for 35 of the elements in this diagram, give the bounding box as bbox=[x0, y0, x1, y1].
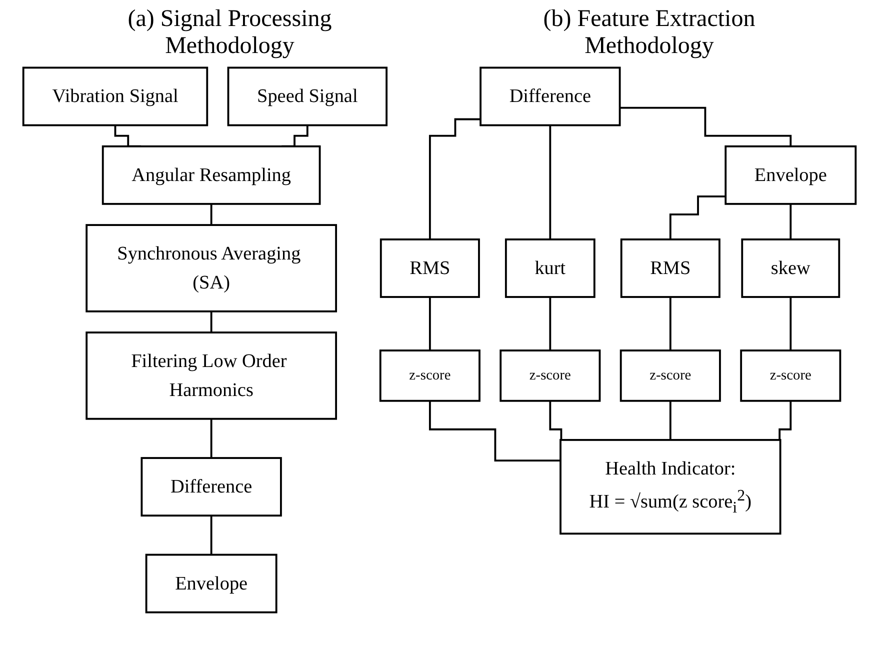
node-box: Envelope bbox=[724, 145, 857, 205]
node-box: RMS bbox=[620, 238, 720, 298]
node-box: Speed Signal bbox=[227, 66, 388, 126]
node-box: Filtering Low Order Harmonics bbox=[86, 332, 338, 420]
connector bbox=[549, 296, 552, 352]
connector bbox=[620, 106, 792, 148]
node-box: Angular Resampling bbox=[102, 145, 321, 205]
node-box: Synchronous Averaging (SA) bbox=[86, 224, 338, 312]
connector bbox=[669, 195, 726, 240]
connector bbox=[790, 296, 792, 352]
node-box: Vibration Signal bbox=[22, 66, 208, 126]
connector bbox=[428, 296, 431, 352]
node-box: z-score bbox=[379, 350, 480, 402]
panel-heading: (b) Feature Extraction Methodology bbox=[542, 6, 756, 60]
node-box: kurt bbox=[504, 238, 596, 298]
connector bbox=[428, 118, 481, 240]
connector bbox=[210, 514, 212, 556]
connector bbox=[549, 124, 552, 240]
panel-heading: (a) Signal Processing Methodology bbox=[126, 6, 333, 60]
node-box: z-score bbox=[740, 350, 842, 402]
connector bbox=[669, 296, 672, 352]
connector bbox=[210, 418, 212, 459]
connector bbox=[790, 202, 792, 240]
connector bbox=[669, 400, 672, 441]
connector bbox=[210, 310, 212, 334]
node-box: z-score bbox=[500, 350, 601, 402]
node-box: skew bbox=[741, 238, 840, 298]
connector bbox=[428, 400, 560, 462]
connector bbox=[210, 202, 212, 226]
node-box: Envelope bbox=[145, 554, 278, 614]
node-box: Difference bbox=[480, 66, 621, 126]
node-box: Health Indicator: HI = √sum(z score$_{i}$$^{2}$) bbox=[560, 439, 782, 535]
node-box: Difference bbox=[140, 457, 282, 517]
node-box: RMS bbox=[380, 238, 480, 298]
node-box: z-score bbox=[620, 350, 721, 402]
